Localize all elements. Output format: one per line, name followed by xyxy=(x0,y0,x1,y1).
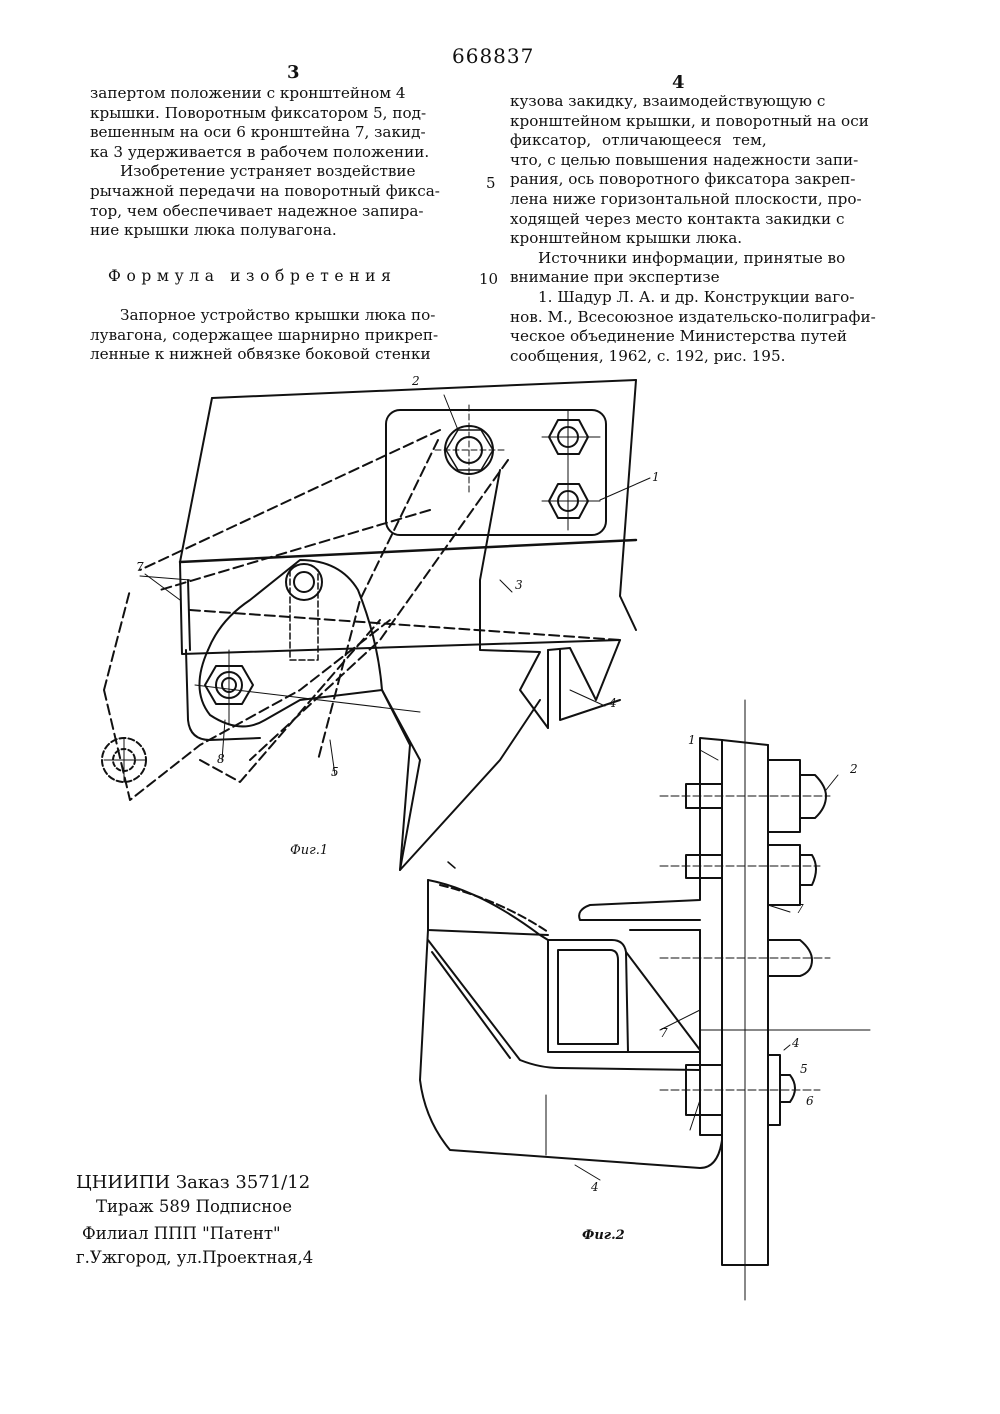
fig2-label-1: 1 xyxy=(688,733,696,747)
text-line: Источники информации, принятые во xyxy=(538,248,846,267)
text-line: тор, чем обеспечивает надежное запира- xyxy=(90,201,424,220)
right-column-text: кузова закидку, взаимодействующую с крон… xyxy=(510,92,876,366)
fig1-label-8: 8 xyxy=(217,752,225,766)
fig2-label-4-upper: 4 xyxy=(792,1036,800,1050)
text-line: 1. Шадур Л. А. и др. Конструкции ваго- xyxy=(538,287,855,306)
text-line: крышки. Поворотным фиксатором 5, под- xyxy=(90,103,427,122)
imprint-branch: Филиал ППП "Патент" xyxy=(82,1224,281,1243)
text-line: Запорное устройство крышки люка по- xyxy=(120,306,436,324)
text-line: нов. М., Всесоюзное издательско-полиграф… xyxy=(510,307,876,326)
fig1-label-3: 3 xyxy=(515,578,523,592)
figure-1-caption: Фиг.1 xyxy=(290,843,329,858)
text-line: ленные к нижней обвязке боковой стенки xyxy=(90,345,431,364)
text-line: вешенным на оси 6 кронштейна 7, закид- xyxy=(90,123,426,142)
fig1-label-2: 2 xyxy=(412,374,420,388)
fig2-label-4-lower: 4 xyxy=(591,1180,599,1194)
text-line: ходящей через место контакта закидки с xyxy=(510,209,845,228)
fig1-label-5: 5 xyxy=(331,765,339,779)
fig2-label-6: 6 xyxy=(806,1094,814,1108)
imprint-circulation: Тираж 589 Подписное xyxy=(96,1197,292,1216)
text-line: Изобретение устраняет воздействие xyxy=(120,162,416,181)
text-line: ка 3 удерживается в рабочем положении. xyxy=(90,142,430,161)
imprint-order: ЦНИИПИ Заказ 3571/12 xyxy=(76,1172,311,1193)
claim-text: Запорное устройство крышки люка по- лува… xyxy=(90,306,438,365)
line-marker-10: 10 xyxy=(479,270,499,288)
patent-number: 668837 xyxy=(452,44,535,68)
text-line: кронштейном крышки люка. xyxy=(510,229,743,248)
right-column-number: 4 xyxy=(672,72,685,93)
text-line: сообщения, 1962, с. 192, рис. 195. xyxy=(510,346,786,365)
imprint-address: г.Ужгород, ул.Проектная,4 xyxy=(76,1248,314,1267)
fig2-label-7-upper: 7 xyxy=(796,902,804,916)
fig2-label-2: 2 xyxy=(850,762,858,776)
text-line: фиксатор, отличающееся тем, xyxy=(510,131,767,150)
text-line: кузова закидку, взаимодействующую с xyxy=(510,92,826,110)
left-column-text: запертом положении с кронштейном 4 крышк… xyxy=(90,84,440,241)
fig1-label-4: 4 xyxy=(609,696,617,710)
formula-heading: Формула изобретения xyxy=(108,267,397,285)
fig1-label-1: 1 xyxy=(652,470,660,484)
text-line: ние крышки люка полувагона. xyxy=(90,221,337,240)
fig2-label-7-lower: 7 xyxy=(660,1026,668,1040)
line-marker-5: 5 xyxy=(486,174,496,192)
figure-2-caption: Фиг.2 xyxy=(582,1228,625,1243)
text-line: лена ниже горизонтальной плоскости, про- xyxy=(510,189,862,208)
left-column-number: 3 xyxy=(287,62,300,83)
fig2-label-5: 5 xyxy=(800,1062,808,1076)
text-line: рания, ось поворотного фиксатора закреп- xyxy=(510,170,856,189)
text-line: лувагона, содержащее шарнирно прикреп- xyxy=(90,325,439,344)
fig1-label-7: 7 xyxy=(136,560,144,574)
text-line: ческое объединение Министерства путей xyxy=(510,327,848,346)
text-line: запертом положении с кронштейном 4 xyxy=(90,84,406,102)
text-line: внимание при экспертизе xyxy=(510,268,720,287)
text-line: рычажной передачи на поворотный фикса- xyxy=(90,181,440,200)
text-line: что, с целью повышения надежности запи- xyxy=(510,150,859,169)
text-line: кронштейном крышки, и поворотный на оси xyxy=(510,111,869,130)
